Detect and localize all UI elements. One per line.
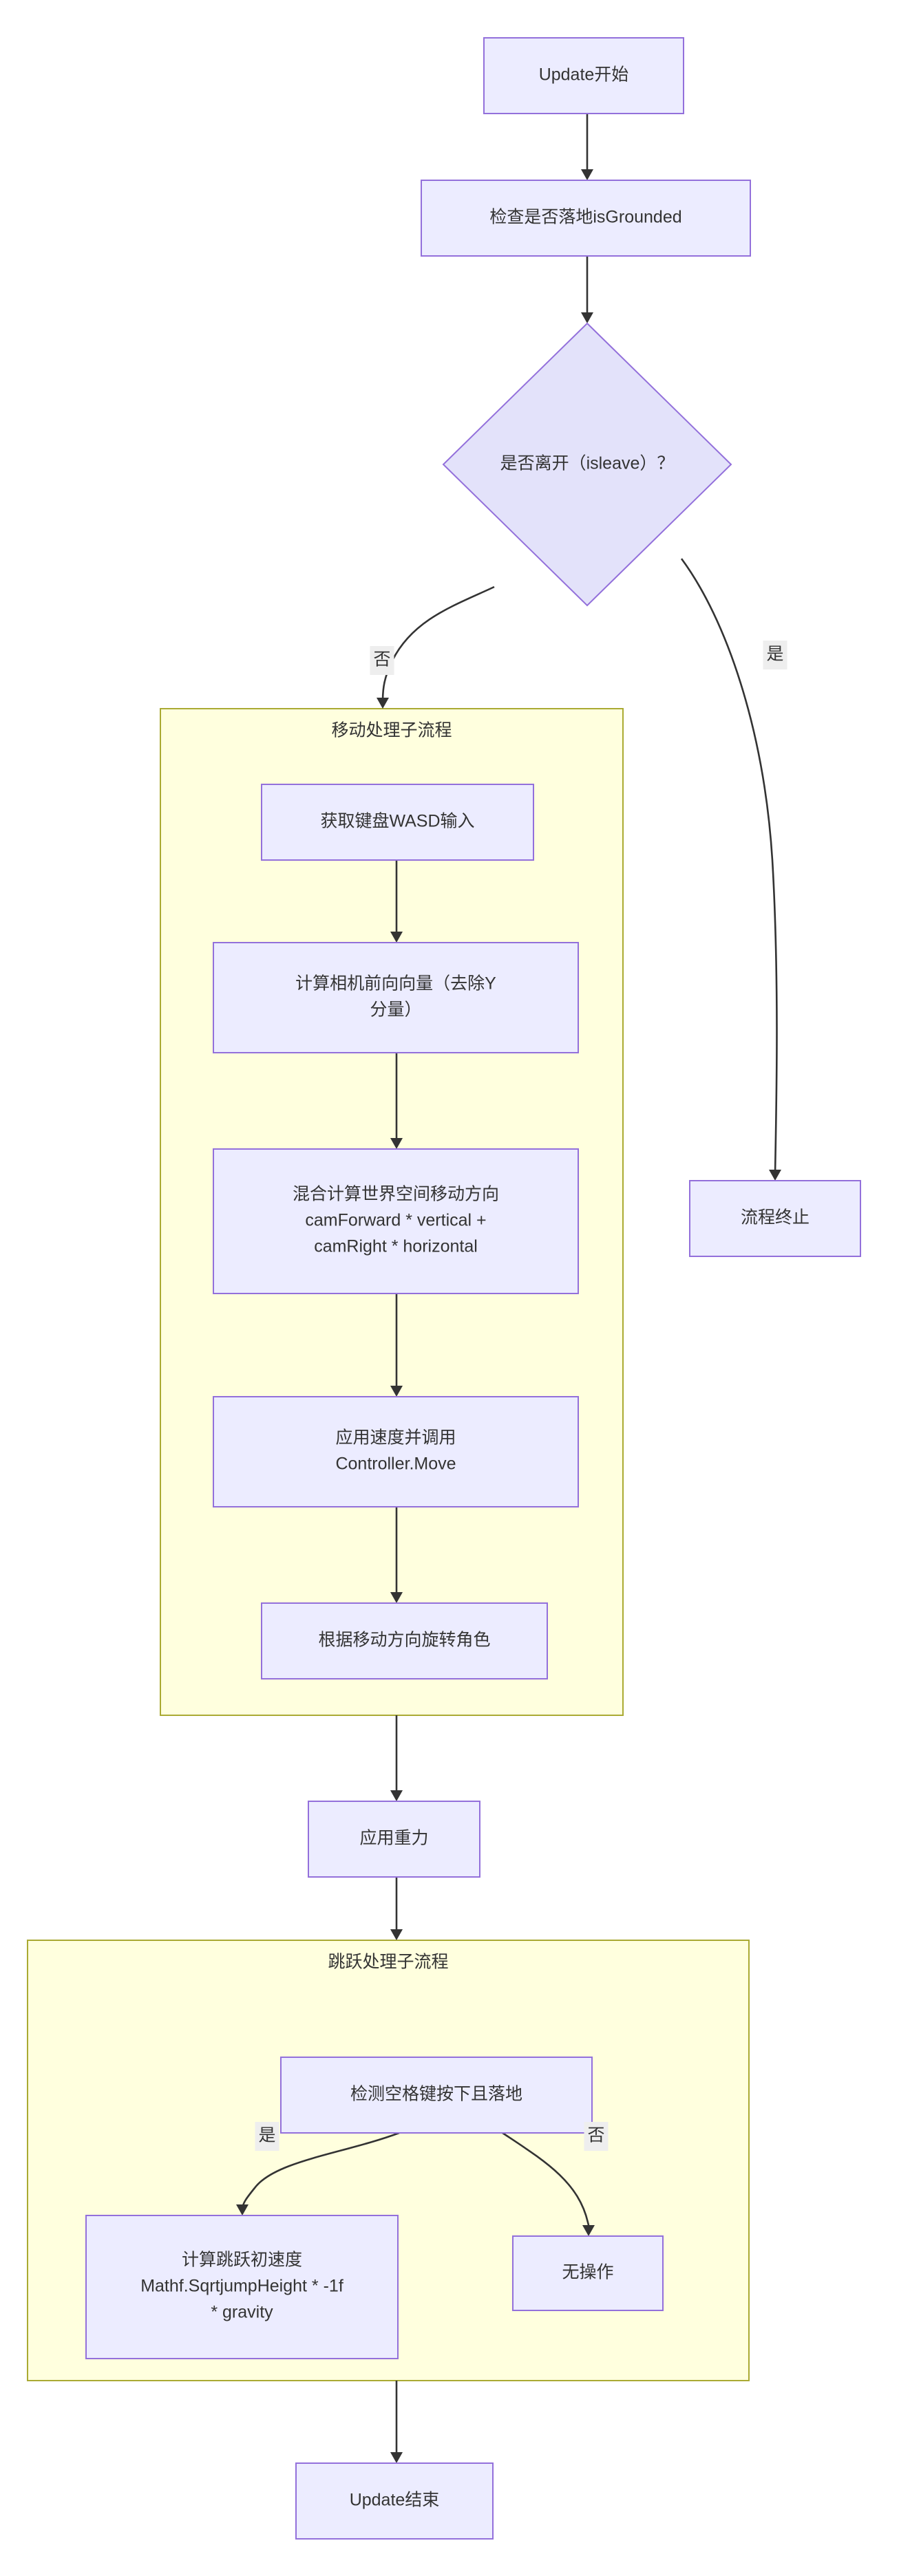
node-label: 无操作 — [562, 2263, 613, 2282]
node-label: 应用速度并调用 — [335, 1428, 456, 1448]
edge-e4 — [680, 558, 781, 1181]
edge-label-background — [584, 2122, 609, 2151]
arrow-head-icon — [390, 1386, 403, 1397]
edge-e12 — [502, 2132, 595, 2236]
node-shape[interactable] — [280, 2057, 593, 2134]
node-rotate-character[interactable]: 根据移动方向旋转角色 — [261, 1602, 548, 1679]
arrow-head-icon — [769, 1170, 781, 1181]
arrow-head-icon — [390, 1929, 403, 1940]
edge-e5 — [390, 860, 403, 943]
node-shape[interactable] — [85, 2215, 399, 2359]
edge-label-text: 否 — [587, 2126, 604, 2145]
edge-label-e11: 是 — [255, 2122, 279, 2151]
arrow-head-icon — [390, 2452, 403, 2463]
node-update-start[interactable]: Update开始 — [483, 37, 684, 114]
edge-label-e4: 是 — [763, 641, 787, 669]
subgraph-title: 移动处理子流程 — [331, 721, 452, 740]
edge-label-e12: 否 — [584, 2122, 609, 2151]
arrow-head-icon — [390, 1592, 403, 1603]
edge-e7 — [390, 1294, 403, 1397]
edge-e13 — [390, 2381, 403, 2463]
arrow-head-icon — [390, 1138, 403, 1149]
node-controller-move[interactable]: 应用速度并调用 Controller.Move — [213, 1396, 579, 1507]
edge-e2 — [581, 256, 593, 323]
node-label: Update开始 — [539, 65, 629, 85]
node-label: Controller.Move — [335, 1455, 456, 1474]
node-shape[interactable] — [213, 942, 579, 1053]
edge-e9 — [390, 1715, 403, 1801]
edge-e8 — [390, 1507, 403, 1603]
node-label: 混合计算世界空间移动方向 — [293, 1185, 499, 1204]
node-calc-jump-velocity[interactable]: 计算跳跃初速度 Mathf.SqrtjumpHeight * -1f * gravi… — [85, 2215, 399, 2359]
node-is-leave-decision[interactable]: 是否离开（isleave）？ — [442, 322, 732, 607]
node-shape[interactable] — [483, 37, 684, 114]
edge-e11 — [236, 2132, 400, 2215]
arrow-head-icon — [390, 932, 403, 943]
edge-label-text: 是 — [258, 2126, 275, 2145]
node-label: Mathf.SqrtjumpHeight * -1f — [140, 2277, 343, 2296]
subgraph-title: 跳跃处理子流程 — [328, 1953, 448, 1972]
edge-label-background — [255, 2122, 279, 2151]
node-shape[interactable] — [421, 180, 751, 257]
edge-label-e3: 否 — [370, 646, 394, 675]
node-label: 根据移动方向旋转角色 — [318, 1631, 490, 1650]
node-update-end[interactable]: Update结束 — [295, 2462, 494, 2540]
edge-label-text: 是 — [766, 645, 783, 664]
edge-label-text: 否 — [373, 650, 390, 669]
node-detect-space-grounded[interactable]: 检测空格键按下且落地 — [280, 2057, 593, 2134]
node-shape[interactable] — [213, 1148, 579, 1294]
node-label: camRight * horizontal — [314, 1237, 478, 1256]
node-label: camForward * vertical + — [305, 1211, 486, 1230]
arrow-head-icon — [582, 2225, 595, 2236]
node-shape[interactable] — [261, 784, 534, 861]
node-world-move-dir[interactable]: 混合计算世界空间移动方向 camForward * vertical + camRi… — [213, 1148, 579, 1294]
node-shape[interactable] — [512, 2235, 664, 2311]
node-flow-end-right[interactable]: 流程终止 — [689, 1180, 861, 1257]
arrow-head-icon — [581, 169, 593, 180]
node-camera-forward[interactable]: 计算相机前向向量（去除Y 分量） — [213, 942, 579, 1053]
arrow-head-icon — [581, 312, 593, 323]
edge-line — [680, 558, 778, 1174]
node-label: 应用重力 — [359, 1829, 428, 1848]
arrow-head-icon — [236, 2204, 248, 2215]
node-check-grounded[interactable]: 检查是否落地isGrounded — [421, 180, 751, 257]
node-no-op[interactable]: 无操作 — [512, 2235, 664, 2311]
node-label: 计算相机前向向量（去除Y — [295, 974, 496, 994]
edge-line — [241, 2132, 400, 2209]
edge-e3 — [377, 586, 495, 709]
edge-e10 — [390, 1877, 403, 1940]
edge-label-group: 否是是否 — [255, 641, 787, 2151]
edge-group — [236, 114, 781, 2463]
node-label: 分量） — [370, 1000, 421, 1020]
node-shape[interactable] — [308, 1801, 480, 1878]
edge-e6 — [390, 1053, 403, 1149]
node-shape[interactable] — [295, 2462, 494, 2540]
node-shape[interactable] — [213, 1396, 579, 1507]
node-label: 获取键盘WASD输入 — [320, 812, 474, 831]
node-label: 检测空格键按下且落地 — [350, 2085, 522, 2104]
arrow-head-icon — [377, 698, 389, 709]
node-shape[interactable] — [689, 1180, 861, 1257]
edge-label-background — [370, 646, 394, 675]
edge-line — [381, 586, 495, 702]
node-label: 计算跳跃初速度 — [182, 2251, 302, 2270]
node-shape[interactable] — [261, 1602, 548, 1679]
edge-e1 — [581, 114, 593, 180]
node-label: 是否离开（isleave）？ — [500, 454, 675, 473]
node-label: 检查是否落地isGrounded — [489, 208, 681, 227]
edge-label-background — [763, 641, 787, 669]
decision-shape[interactable] — [442, 322, 732, 607]
arrow-head-icon — [390, 1790, 403, 1801]
node-label: Update结束 — [350, 2491, 440, 2510]
node-label: * gravity — [211, 2303, 273, 2322]
node-label: 流程终止 — [741, 1208, 810, 1227]
node-get-wasd-input[interactable]: 获取键盘WASD输入 — [261, 784, 534, 861]
node-apply-gravity[interactable]: 应用重力 — [308, 1801, 480, 1878]
